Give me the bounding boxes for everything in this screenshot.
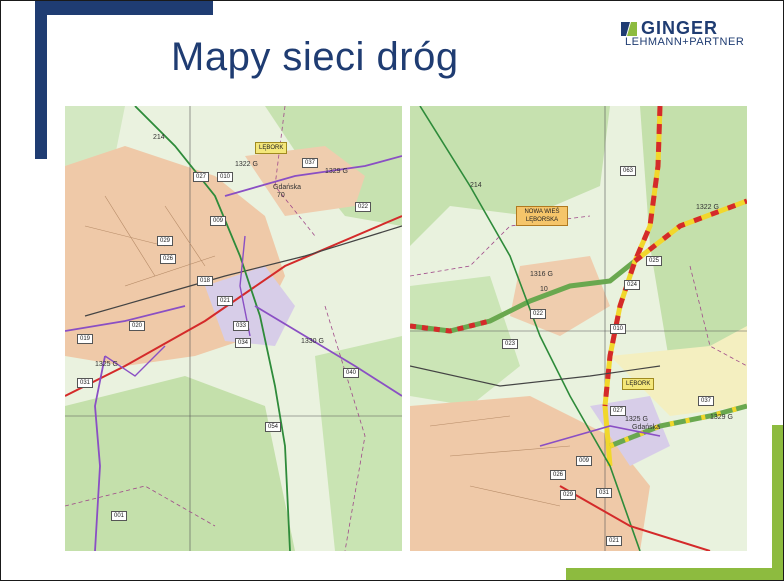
road-label: 1329 G	[325, 168, 348, 175]
accent-bar-top	[35, 1, 213, 15]
ref-box: 063	[620, 166, 637, 176]
town-label: NOWA WIEŚ LĘBORSKA	[516, 206, 568, 226]
accent-bar-right	[772, 425, 783, 580]
ref-box: 040	[343, 368, 360, 378]
slide-title: Mapy sieci dróg	[171, 35, 459, 79]
road-label: 70	[277, 192, 285, 199]
ref-box: 037	[698, 396, 715, 406]
accent-bar-left	[35, 1, 47, 159]
ref-box: 025	[646, 256, 663, 266]
ref-box: 029	[560, 490, 577, 500]
road-label: 10	[540, 286, 548, 293]
road-map-left: LĘBORK 214 1322 G 1325 G 1329 G Gdańska …	[65, 106, 402, 551]
ref-box: 027	[610, 406, 627, 416]
town-label: LĘBORK	[622, 378, 655, 390]
road-label: 1322 G	[696, 204, 719, 211]
ref-box: 023	[502, 339, 519, 349]
ref-box: 024	[624, 280, 641, 290]
road-label: 1330 G	[301, 338, 324, 345]
ref-box: 020	[129, 321, 146, 331]
road-label: 1325 G	[95, 361, 118, 368]
road-label: Gdańska	[632, 424, 661, 431]
logo-name: GINGER	[641, 18, 719, 38]
ref-box: 010	[610, 324, 627, 334]
ref-box: 010	[217, 172, 234, 182]
road-label: 1316 G	[530, 271, 553, 278]
ref-box: 037	[302, 158, 319, 168]
ref-box: 034	[235, 338, 252, 348]
road-label: 1329 G	[710, 414, 733, 421]
ref-box: 026	[550, 470, 567, 480]
road-map-right: NOWA WIEŚ LĘBORSKA LĘBORK 214 1316 G 10 …	[410, 106, 747, 551]
ref-box: 019	[77, 334, 94, 344]
logo-tagline: LEHMANN+PARTNER	[625, 36, 745, 48]
logo-mark-icon	[621, 22, 637, 36]
ref-box: 022	[355, 202, 372, 212]
ref-box: 031	[596, 488, 613, 498]
ref-box: 021	[606, 536, 623, 546]
road-label: 1322 G	[235, 161, 258, 168]
town-label: LĘBORK	[255, 142, 288, 154]
ref-box: 001	[111, 511, 128, 521]
company-logo: GINGER LEHMANN+PARTNER	[605, 18, 770, 53]
road-label: Gdańska	[273, 184, 302, 191]
road-label: 214	[470, 182, 482, 189]
ref-box: 009	[576, 456, 593, 466]
ref-box: 033	[233, 321, 250, 331]
road-label: 1325 G	[625, 416, 648, 423]
ref-box: 009	[210, 216, 227, 226]
ref-box: 021	[217, 296, 234, 306]
ref-box: 054	[265, 422, 282, 432]
ref-box: 022	[530, 309, 547, 319]
road-label: 214	[153, 134, 165, 141]
ref-box: 029	[157, 236, 174, 246]
map-right-canvas	[410, 106, 747, 551]
accent-bar-bottom	[566, 568, 783, 580]
ref-box: 026	[160, 254, 177, 264]
ref-box: 018	[197, 276, 214, 286]
ref-box: 031	[77, 378, 94, 388]
ref-box: 027	[193, 172, 210, 182]
